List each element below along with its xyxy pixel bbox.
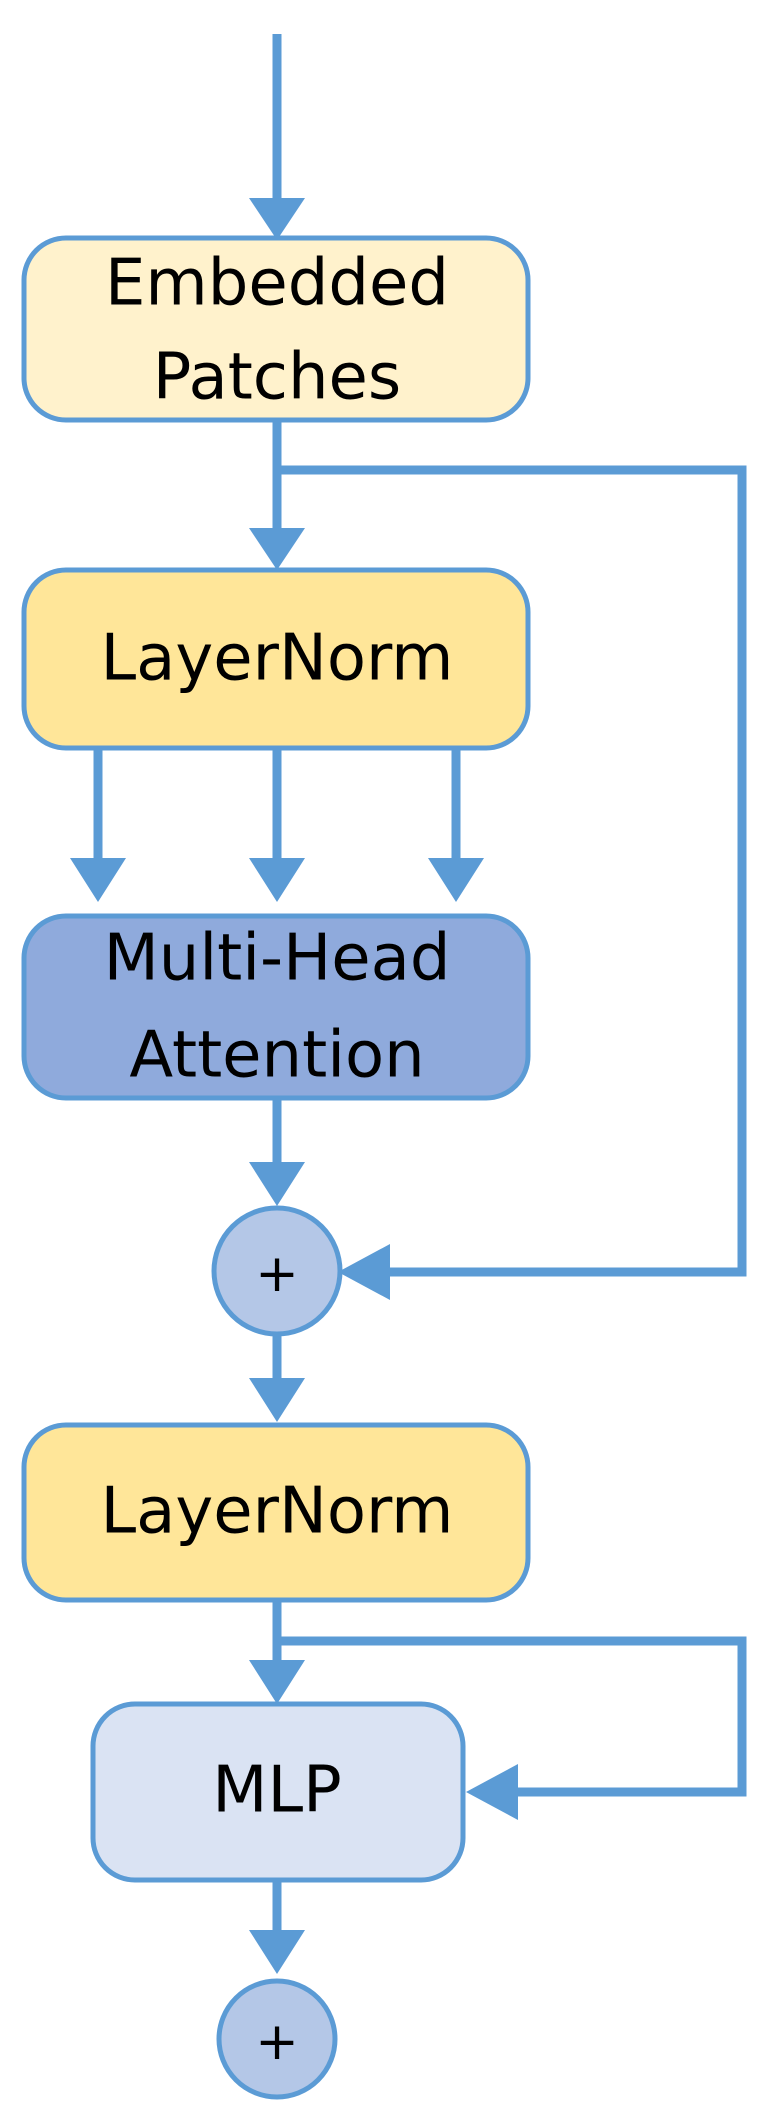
multi-head-attention-box: [21, 913, 531, 1101]
mlp-to-add-arrowhead: [249, 1930, 305, 1974]
embedded-patches-box: [21, 235, 531, 423]
add-node-1: [211, 1205, 343, 1337]
embedded-to-layernorm-arrowhead: [249, 528, 305, 570]
attention-to-add-arrowhead: [249, 1162, 305, 1206]
add-node-2: [216, 1978, 338, 2100]
residual-2-arrowhead: [466, 1764, 518, 1820]
query-arrowhead: [70, 858, 126, 902]
layernorm-box-1: [21, 567, 531, 751]
layernorm-1-label: LayerNorm: [101, 622, 454, 696]
embedded-patches-label-line-2: Patches: [153, 341, 402, 415]
connectors: [70, 34, 747, 1974]
key-arrowhead: [249, 858, 305, 902]
nodes: [21, 235, 531, 2100]
attention-label-line-2: Attention: [129, 1019, 424, 1093]
embedded-patches-label-line-1: Embedded: [105, 247, 449, 321]
add-to-layernorm-arrowhead: [249, 1378, 305, 1422]
mlp-label: MLP: [212, 1754, 341, 1828]
residual-1-arrowhead: [338, 1244, 390, 1300]
layernorm-to-mlp-arrowhead: [249, 1660, 305, 1704]
labels: Embedded Patches LayerNorm Multi-Head At…: [101, 247, 454, 2072]
add-2-label: +: [255, 2012, 299, 2072]
value-arrowhead: [428, 858, 484, 902]
add-1-label: +: [255, 1244, 299, 1304]
layernorm-box-2: [21, 1422, 531, 1603]
layernorm-2-label: LayerNorm: [101, 1475, 454, 1549]
residual-connection-2: [277, 1636, 747, 1797]
input-arrowhead: [249, 198, 305, 240]
mlp-box: [90, 1701, 466, 1883]
residual-connection-1: [277, 465, 747, 1277]
attention-label-line-1: Multi-Head: [104, 922, 451, 996]
